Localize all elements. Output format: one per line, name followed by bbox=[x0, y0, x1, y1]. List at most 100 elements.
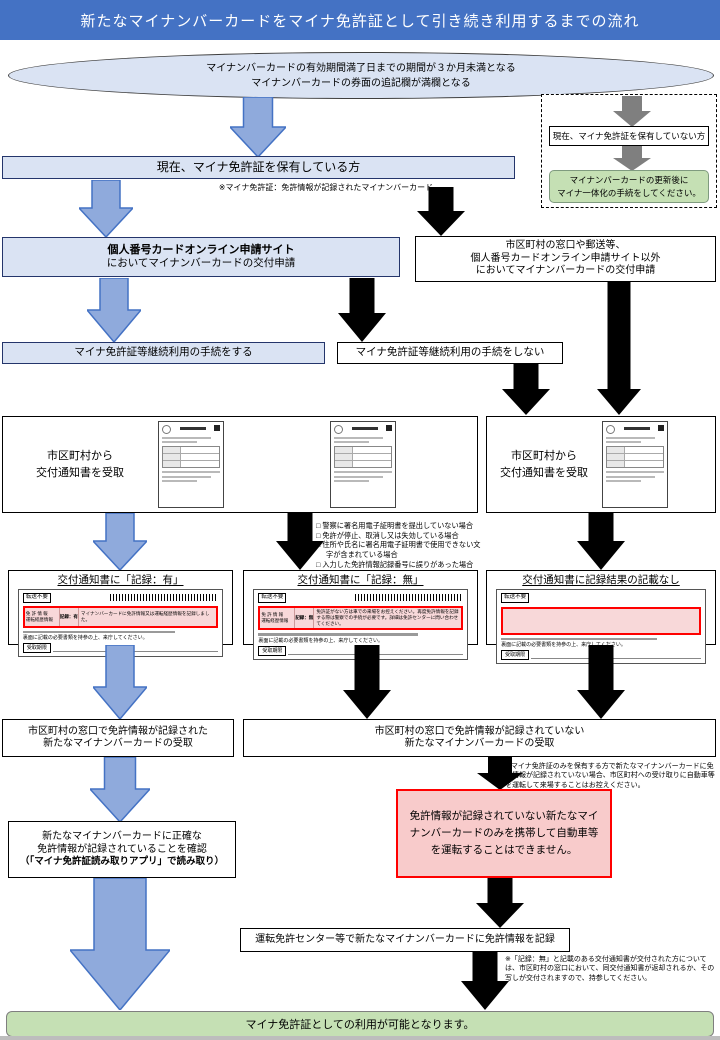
redacted-line bbox=[258, 633, 418, 636]
arrow-noholder-to-green bbox=[613, 146, 651, 171]
license-center-record-label: 運転免許センター等で新たなマイナンバーカードに免許情報を記録 bbox=[255, 933, 555, 945]
integration-line1: マイナンバーカードの更新後に bbox=[569, 174, 689, 185]
office-application-line1: 市区町村の窓口や郵送等、 bbox=[505, 240, 626, 252]
notification-document-thumbnail bbox=[158, 421, 224, 508]
driving-warning-text: 免許情報が記録されていない新たなマイナンバーカードのみを携帯して自動車等を運転す… bbox=[409, 810, 599, 856]
no-holder-label: 現在、マイナ免許証を保有していない方 bbox=[552, 130, 706, 141]
record-badge: 記録：無 bbox=[295, 607, 315, 629]
record-result-row: 免 許 情 報運転経歴情報 記録：無 免許証がない方は車での来場をお控えください… bbox=[258, 605, 463, 631]
confirm-line2: 免許情報が記録されていることを確認 bbox=[37, 843, 207, 855]
holder-label: 現在、マイナ免許証を保有している方 bbox=[156, 160, 361, 174]
deadline-line bbox=[531, 651, 701, 660]
online-application-line2: においてマイナンバーカードの交付申請 bbox=[106, 257, 296, 270]
no-record-reason-item: □ 入力した免許情報記録番号に誤りがあった場合 bbox=[316, 559, 474, 569]
holder-note: ※マイナ免許証：免許情報が記録されたマイナンバーカード bbox=[218, 183, 434, 192]
arrow-holder-to-online bbox=[77, 179, 135, 239]
pickup-note: ※マイナ免許証のみを保有する方で新たなマイナンバーカードに免許情報が記録されてい… bbox=[505, 763, 715, 789]
doc-title-mark bbox=[179, 427, 206, 430]
arrow-holder-to-office bbox=[417, 187, 465, 236]
goal-bar: マイナ免許証としての利用が可能となります。 bbox=[6, 1011, 714, 1037]
no-record-reason-list: □ 警察に署名用電子証明書を提出していない場合 □ 免許が停止、取消し又は失効し… bbox=[316, 521, 484, 570]
history-info-cell: 運転経歴情報 bbox=[261, 618, 289, 624]
notification-document-thumbnail bbox=[330, 421, 396, 508]
continue-procedure-label: マイナ免許証等継続利用の手続をする bbox=[74, 346, 253, 359]
page-title: 新たなマイナンバーカードをマイナ免許証として引き続き利用するまでの流れ bbox=[0, 0, 720, 40]
forwarding-label: 転送不要 bbox=[22, 593, 51, 603]
snippet-footer: 裏面に記載の必要書類を持参の上、来庁してください。 bbox=[258, 637, 384, 644]
qr-code-icon bbox=[658, 425, 664, 431]
arrow-office-to-receipt-right bbox=[597, 282, 641, 415]
confirm-line1: 新たなマイナンバーカードに正確な bbox=[42, 831, 202, 843]
qr-code-icon bbox=[214, 425, 220, 431]
receipt-right-text: 市区町村から 交付通知書を受取 bbox=[490, 416, 598, 513]
receipt-left-box bbox=[2, 416, 478, 513]
snippet-footer: 裏面に記載の必要書類を持参の上、来庁してください。 bbox=[501, 642, 626, 649]
notice-recorded-title: 交付通知書に「記録：有」 bbox=[57, 574, 184, 586]
arrow-receipt-to-nomention bbox=[577, 513, 625, 570]
no-record-reason-item: □ 免許が停止、取消し又は失効している場合 bbox=[316, 530, 459, 540]
arrow-warning-to-record bbox=[476, 878, 524, 928]
barcode-icon bbox=[110, 594, 219, 602]
pickup-notrecorded-line2: 新たなマイナンバーカードの受取 bbox=[404, 738, 555, 749]
arrow-receipt-to-recorded bbox=[91, 512, 149, 572]
deadline-box: 受取期限 bbox=[501, 650, 530, 661]
notice-notrecorded-box: 交付通知書に「記録：無」 転送不要 免 許 情 報運転経歴情報 記録：無 免許証… bbox=[243, 570, 478, 660]
arrow-online-to-dont bbox=[338, 278, 386, 342]
confirm-line3: （「マイナ免許証読み取りアプリ」で読み取り） bbox=[19, 856, 225, 868]
qr-code-icon bbox=[386, 425, 392, 431]
empty-record-row bbox=[501, 606, 701, 635]
record-message: マイナンバーカードに免許情報又は運転経歴情報を記録しました。 bbox=[80, 610, 210, 622]
arrow-nomention-to-pickup bbox=[577, 645, 625, 719]
deadline-box: 受取期限 bbox=[258, 645, 287, 656]
arrow-online-to-do bbox=[85, 277, 143, 344]
holder-box: 現在、マイナ免許証を保有している方 bbox=[2, 156, 515, 179]
license-info-cell: 免 許 情 報 bbox=[261, 612, 284, 618]
receipt-left-line1: 市区町村から bbox=[47, 450, 113, 462]
online-application-box: 個人番号カードオンライン申請サイト においてマイナンバーカードの交付申請 bbox=[2, 237, 400, 277]
forwarding-label: 転送不要 bbox=[501, 593, 530, 603]
barcode-icon bbox=[354, 594, 463, 602]
notice-recorded-box: 交付通知書に「記録：有」 転送不要 免 許 情 報運転経歴情報 記録：有 マイナ… bbox=[8, 570, 233, 658]
arrow-recorded-to-pickup bbox=[91, 644, 149, 721]
history-info-cell: 運転経歴情報 bbox=[25, 616, 53, 622]
start-condition-ellipse: マイナンバーカードの有効期間満了日までの期間が３か月未満となる マイナンバーカー… bbox=[8, 52, 714, 99]
arrow-pickup-to-confirm bbox=[88, 756, 152, 824]
doc-title-mark bbox=[351, 427, 378, 430]
redacted-line bbox=[501, 637, 657, 641]
pickup-recorded-box: 市区町村の窓口で免許情報が記録された 新たなマイナンバーカードの受取 bbox=[2, 719, 234, 757]
seal-icon bbox=[334, 425, 343, 434]
notification-document-thumbnail bbox=[602, 421, 668, 508]
record-badge: 記録：有 bbox=[60, 607, 79, 626]
receipt-right-box bbox=[486, 416, 716, 513]
arrow-ellipse-to-noholder bbox=[613, 96, 651, 127]
notice-nomention-title: 交付通知書に記録結果の記載なし bbox=[522, 574, 680, 586]
receipt-left-line2: 交付通知書を受取 bbox=[36, 466, 124, 479]
record-message: 免許証がない方は車での来場をお控えください。再度免許情報を記録する際は警察での手… bbox=[316, 608, 459, 627]
receipt-right-line2: 交付通知書を受取 bbox=[500, 466, 588, 479]
pickup-notrecorded-line1: 市区町村の窓口で免許情報が記録されていない bbox=[374, 725, 585, 737]
arrow-record-to-goal bbox=[461, 952, 509, 1010]
office-application-box: 市区町村の窓口や郵送等、 個人番号カードオンライン申請サイト以外 においてマイナ… bbox=[415, 236, 716, 282]
arrow-notrecorded-to-pickup bbox=[343, 645, 391, 719]
record-note: ※「記録：無」と記載のある交付通知書が交付された方については、市区町村の窓口にお… bbox=[505, 956, 715, 982]
record-result-row: 免 許 情 報運転経歴情報 記録：有 マイナンバーカードに免許情報又は運転経歴情… bbox=[22, 605, 219, 628]
pickup-recorded-line2: 新たなマイナンバーカードの受取 bbox=[43, 738, 193, 749]
online-application-line1: 個人番号カードオンライン申請サイト bbox=[107, 243, 295, 256]
snippet-footer: 裏面に記載の必要書類を持参の上、来庁してください。 bbox=[22, 635, 148, 642]
pickup-notrecorded-box: 市区町村の窓口で免許情報が記録されていない 新たなマイナンバーカードの受取 bbox=[243, 719, 716, 757]
office-application-line3: においてマイナンバーカードの交付申請 bbox=[475, 265, 656, 277]
no-continue-procedure-label: マイナ免許証等継続利用の手続をしない bbox=[355, 346, 545, 359]
arrow-receipt-to-notrecorded bbox=[276, 513, 324, 570]
seal-icon bbox=[606, 425, 615, 434]
arrow-confirm-to-goal bbox=[68, 877, 172, 1012]
integration-after-renewal-box: マイナンバーカードの更新後に マイナ一体化の手続をしてください。 bbox=[549, 170, 709, 203]
receipt-right-line1: 市区町村から bbox=[511, 450, 577, 462]
deadline-box: 受取期限 bbox=[22, 643, 51, 654]
driving-warning-box: 免許情報が記録されていない新たなマイナンバーカードのみを携帯して自動車等を運転す… bbox=[396, 789, 612, 878]
no-record-reason-item: □ 警察に署名用電子証明書を提出していない場合 bbox=[316, 521, 474, 530]
doc-title-mark bbox=[623, 427, 650, 430]
notice-nomention-box: 交付通知書に記録結果の記載なし 転送不要 裏面に記載の必要書類を持参の上、来庁し… bbox=[486, 570, 716, 665]
no-continue-procedure-box: マイナ免許証等継続利用の手続をしない bbox=[337, 342, 563, 364]
goal-label: マイナ免許証としての利用が可能となります。 bbox=[245, 1019, 475, 1031]
